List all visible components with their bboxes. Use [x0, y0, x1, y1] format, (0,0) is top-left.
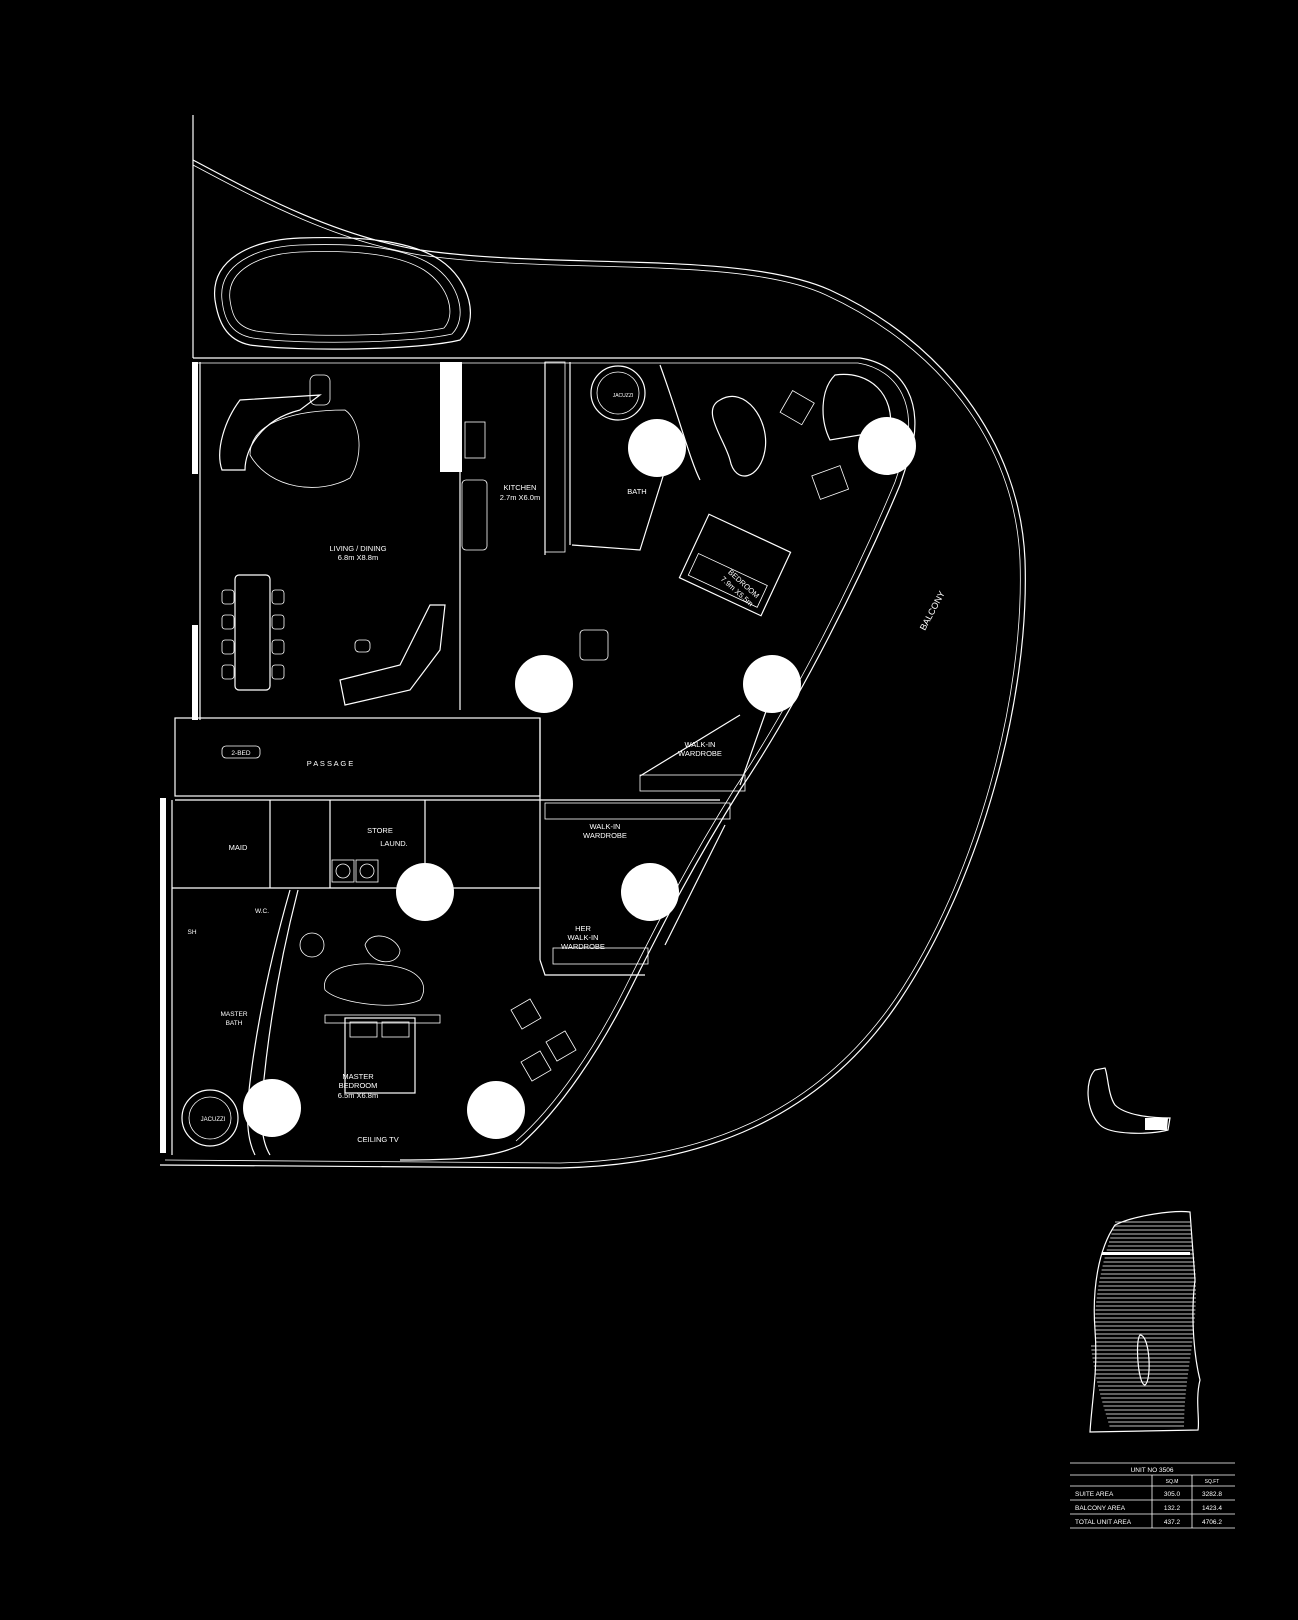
key-plan-tower [1089, 1210, 1201, 1433]
area-row-balcony-label: BALCONY AREA [1075, 1505, 1126, 1512]
label-laund: LAUND. [380, 839, 408, 848]
hotspot-master-bath[interactable] [243, 1079, 301, 1137]
area-row-balcony-sqft: 1423.4 [1202, 1505, 1222, 1512]
area-row-total-sqft: 4706.2 [1202, 1519, 1222, 1526]
label-wc: W.C. [255, 908, 269, 915]
label-kitchen: KITCHEN [504, 483, 537, 492]
label-jacuzzi-bottom: JACUZZI [201, 1117, 226, 1123]
label-living-size: 6.8m X8.8m [338, 553, 378, 562]
area-row-total-label: TOTAL UNIT AREA [1075, 1519, 1132, 1526]
area-table: UNIT NO 3506 SQ.M SQ.FT SUITE AREA 305.0… [1070, 1462, 1235, 1529]
label-master-bedroom-2: BEDROOM [339, 1081, 378, 1090]
area-table-col-sqm: SQ.M [1166, 1479, 1179, 1485]
hotspots [243, 417, 916, 1139]
interior-walls [160, 361, 771, 1156]
hotspot-master-bedroom[interactable] [467, 1081, 525, 1139]
label-bath: BATH [627, 487, 646, 496]
label-walkin-2: WALK-IN [590, 822, 621, 831]
label-walkin-2b: WARDROBE [583, 831, 627, 840]
room-labels: LIVING / DINING 6.8m X8.8m KITCHEN 2.7m … [187, 393, 946, 1144]
hotspot-laundry[interactable] [396, 863, 454, 921]
label-living: LIVING / DINING [329, 544, 386, 553]
hotspot-walkin[interactable] [621, 863, 679, 921]
label-maid: MAID [229, 843, 248, 852]
label-master-bath-2: BATH [226, 1020, 243, 1027]
label-her-walkin: WALK-IN [568, 933, 599, 942]
label-sh: SH [187, 929, 196, 936]
label-master-bedroom: MASTER [342, 1072, 374, 1081]
label-her-wardrobe: WARDROBE [561, 942, 605, 951]
label-master-bedroom-size: 6.5m X6.8m [338, 1091, 378, 1100]
hotspot-corridor[interactable] [515, 655, 573, 713]
area-table-col-sqft: SQ.FT [1205, 1479, 1220, 1485]
label-store: STORE [367, 826, 393, 835]
label-walkin-1: WALK-IN [685, 740, 716, 749]
label-passage: P A S S A G E [307, 759, 354, 768]
area-row-suite-label: SUITE AREA [1075, 1491, 1114, 1498]
building-outline [159, 115, 1026, 1169]
label-master-bath: MASTER [220, 1011, 247, 1018]
area-row-total-sqm: 437.2 [1164, 1519, 1181, 1526]
furniture [181, 365, 892, 1147]
label-kitchen-size: 2.7m X6.0m [500, 493, 540, 502]
label-walkin-1b: WARDROBE [678, 749, 722, 758]
hotspot-balcony-lounge[interactable] [858, 417, 916, 475]
area-row-suite-sqm: 305.0 [1164, 1491, 1181, 1498]
area-row-balcony-sqm: 132.2 [1164, 1505, 1181, 1512]
wardrobe-rail [544, 774, 746, 965]
label-jacuzzi-top: JACUZZI [613, 393, 634, 399]
hotspot-bedroom[interactable] [743, 655, 801, 713]
area-table-title: UNIT NO 3506 [1131, 1467, 1174, 1474]
label-her: HER [575, 924, 591, 933]
hotspot-bath[interactable] [628, 419, 686, 477]
pool [214, 236, 471, 350]
label-balcony: BALCONY [918, 589, 947, 632]
key-plan-unit-icon [1087, 1067, 1171, 1134]
label-ceiling-tv: CEILING TV [357, 1135, 399, 1144]
label-2-bed: 2-BED [231, 750, 250, 757]
area-row-suite-sqft: 3282.8 [1202, 1491, 1222, 1498]
